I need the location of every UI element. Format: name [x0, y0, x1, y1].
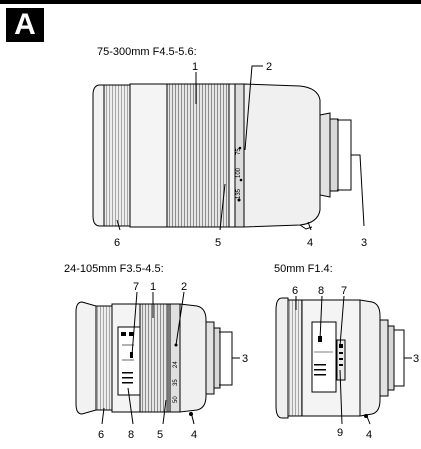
lens2-label-2: 2 — [181, 281, 187, 293]
lens1-callouts: 1 2 3 4 5 6 — [114, 61, 367, 249]
lens2-title: 24-105mm F3.5-4.5: — [64, 263, 164, 275]
section-badge: A — [6, 8, 44, 42]
lens1-label-6: 6 — [114, 237, 120, 249]
lens2-label-3: 3 — [242, 353, 248, 365]
lens1-label-3: 3 — [361, 237, 367, 249]
lens2-label-6: 6 — [98, 429, 104, 441]
lens1-scale-75: 75 — [236, 148, 242, 155]
lens1-title: 75-300mm F4.5-5.6: — [97, 46, 197, 58]
lens3-label-6: 6 — [292, 285, 298, 297]
lens1-scale-135: 135 — [236, 188, 242, 199]
lens1-label-1: 1 — [192, 61, 198, 73]
lens3-label-7: 7 — [341, 285, 347, 297]
lens1-scale-100: 100 — [236, 167, 242, 178]
lens-75-300-drawing: 75 100 135 — [92, 65, 365, 231]
lens3-title: 50mm F1.4: — [274, 263, 333, 275]
lens-50mm-drawing — [275, 295, 412, 425]
lens3-label-8: 8 — [318, 285, 324, 297]
lens1-label-2: 2 — [266, 61, 272, 73]
lens-24-105-drawing: 24 35 50 — [75, 291, 240, 425]
lens2-scale-35: 35 — [173, 379, 179, 386]
lens3-callouts: 3 4 6 7 8 9 — [292, 285, 419, 441]
lens3-label-9: 9 — [337, 427, 343, 439]
lens1-label-4: 4 — [307, 237, 313, 249]
lens2-callouts: 1 2 3 4 5 6 7 8 — [98, 281, 248, 441]
lens2-label-5: 5 — [157, 429, 163, 441]
lens3-label-3: 3 — [413, 353, 419, 365]
lens2-label-8: 8 — [128, 429, 134, 441]
lens2-label-4: 4 — [191, 429, 197, 441]
lens1-label-5: 5 — [215, 237, 221, 249]
lens2-scale-50: 50 — [173, 396, 179, 403]
lens2-label-7: 7 — [133, 281, 139, 293]
top-rule — [0, 0, 421, 4]
lens3-label-4: 4 — [366, 429, 372, 441]
lens2-label-1: 1 — [150, 281, 156, 293]
lens2-scale-24: 24 — [173, 361, 179, 368]
